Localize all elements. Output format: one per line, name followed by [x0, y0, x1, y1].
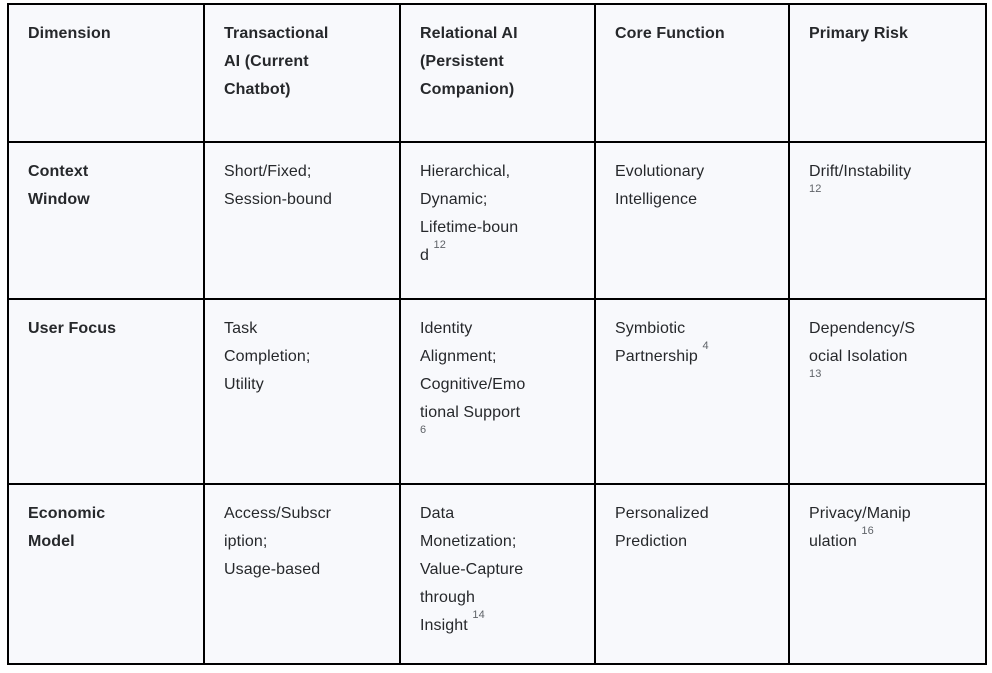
row-header: User Focus	[7, 298, 205, 485]
table-cell: Access/Subscr iption; Usage-based	[203, 483, 401, 665]
table-row: Context Window Short/Fixed; Session-bound…	[7, 141, 987, 300]
column-header-2: Relational AI (Persistent Companion)	[399, 3, 596, 143]
cell-text: Evolutionary Intelligence	[615, 163, 705, 208]
cell-text: Hierarchical, Dynamic; Lifetime-boun d	[420, 163, 519, 264]
cell-text: Transactional AI (Current Chatbot)	[224, 25, 329, 98]
cell-text: Economic Model	[28, 505, 106, 550]
citation-superscript: 12	[809, 182, 822, 195]
row-header: Economic Model	[7, 483, 205, 665]
cell-text: Relational AI (Persistent Companion)	[420, 25, 518, 98]
ai-comparison-table: Dimension Transactional AI (Current Chatb…	[7, 3, 987, 665]
citation-superscript: 4	[702, 339, 709, 352]
cell-text: Drift/Instability	[809, 163, 912, 180]
cell-text: Symbiotic Partnership	[615, 320, 698, 365]
cell-text: Dimension	[28, 25, 111, 42]
cell-text: Access/Subscr iption; Usage-based	[224, 505, 332, 578]
citation-superscript: 12	[433, 238, 446, 251]
cell-text: Dependency/S ocial Isolation	[809, 320, 916, 365]
cell-text: Short/Fixed; Session-bound	[224, 163, 333, 208]
citation-superscript: 14	[472, 608, 485, 621]
cell-text: Privacy/Manip ulation	[809, 505, 911, 550]
table-cell: Evolutionary Intelligence	[594, 141, 790, 300]
table-cell: Data Monetization; Value-Capture through…	[399, 483, 596, 665]
table-header-row-group: Dimension Transactional AI (Current Chatb…	[7, 3, 987, 143]
cell-text: Primary Risk	[809, 25, 909, 42]
row-header: Context Window	[7, 141, 205, 300]
table-cell: Personalized Prediction	[594, 483, 790, 665]
table-cell: Hierarchical, Dynamic; Lifetime-boun d 1…	[399, 141, 596, 300]
cell-text: Task Completion; Utility	[224, 320, 311, 393]
cell-text: Personalized Prediction	[615, 505, 709, 550]
table-cell: Drift/Instability 12	[788, 141, 987, 300]
column-header-0: Dimension	[7, 3, 205, 143]
table-cell: Short/Fixed; Session-bound	[203, 141, 401, 300]
table-row: User Focus Task Completion; Utility Identi…	[7, 298, 987, 485]
cell-text: Identity Alignment; Cognitive/Emo tional…	[420, 320, 526, 421]
citation-superscript: 16	[861, 524, 874, 537]
column-header-4: Primary Risk	[788, 3, 987, 143]
column-header-3: Core Function	[594, 3, 790, 143]
citation-superscript: 13	[809, 367, 822, 380]
table-cell: Dependency/S ocial Isolation 13	[788, 298, 987, 485]
cell-text: Core Function	[615, 25, 725, 42]
table-cell: Symbiotic Partnership 4	[594, 298, 790, 485]
table-cell: Privacy/Manip ulation 16	[788, 483, 987, 665]
header-row: Dimension Transactional AI (Current Chatb…	[7, 3, 987, 143]
cell-text: User Focus	[28, 320, 117, 337]
cell-text: Data Monetization; Value-Capture through…	[420, 505, 524, 634]
table-cell: Identity Alignment; Cognitive/Emo tional…	[399, 298, 596, 485]
column-header-1: Transactional AI (Current Chatbot)	[203, 3, 401, 143]
cell-text: Context Window	[28, 163, 90, 208]
table-body: Context Window Short/Fixed; Session-bound…	[7, 141, 987, 665]
table-row: Economic Model Access/Subscr iption; Usag…	[7, 483, 987, 665]
citation-superscript: 6	[420, 423, 427, 436]
table-cell: Task Completion; Utility	[203, 298, 401, 485]
